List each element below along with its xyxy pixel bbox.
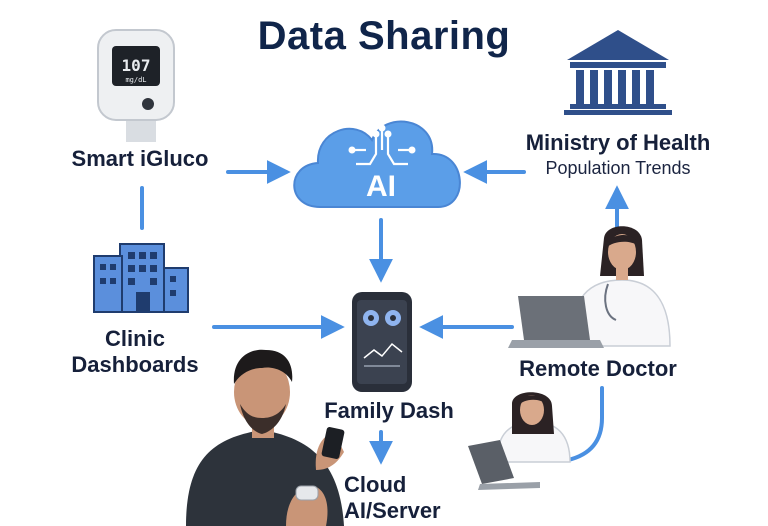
clinic-label-line2: Dashboards (71, 352, 199, 377)
glucometer-unit: mg/dL (125, 76, 146, 84)
nurse-laptop-illustration (468, 392, 571, 490)
family-dash-label: Family Dash (324, 398, 454, 423)
cloud-label-line1: Cloud (344, 472, 407, 497)
clinic-building-icon (93, 243, 189, 313)
smartphone-icon (352, 292, 412, 392)
ministry-of-health-label: Ministry of Health (525, 130, 711, 155)
ai-label: AI (366, 170, 396, 203)
glucometer-reading: 107 (122, 56, 151, 75)
diagram-title: Data Sharing (257, 14, 511, 58)
man-with-phone-illustration (186, 349, 345, 526)
population-trends-label: Population Trends (545, 158, 691, 178)
remote-doctor-label: Remote Doctor (519, 356, 677, 381)
cloud-label-line2: AI/Server (344, 498, 441, 523)
glucometer-icon: 107 mg/dL (97, 29, 175, 142)
clinic-label-line1: Clinic (105, 326, 165, 351)
doctor-laptop-illustration (508, 226, 671, 348)
curve-doctor-to-nurse (566, 386, 604, 462)
ai-cloud-icon: AI (293, 120, 461, 208)
ministry-building-icon (564, 30, 672, 115)
smart-igluco-label: Smart iGluco (71, 146, 209, 171)
